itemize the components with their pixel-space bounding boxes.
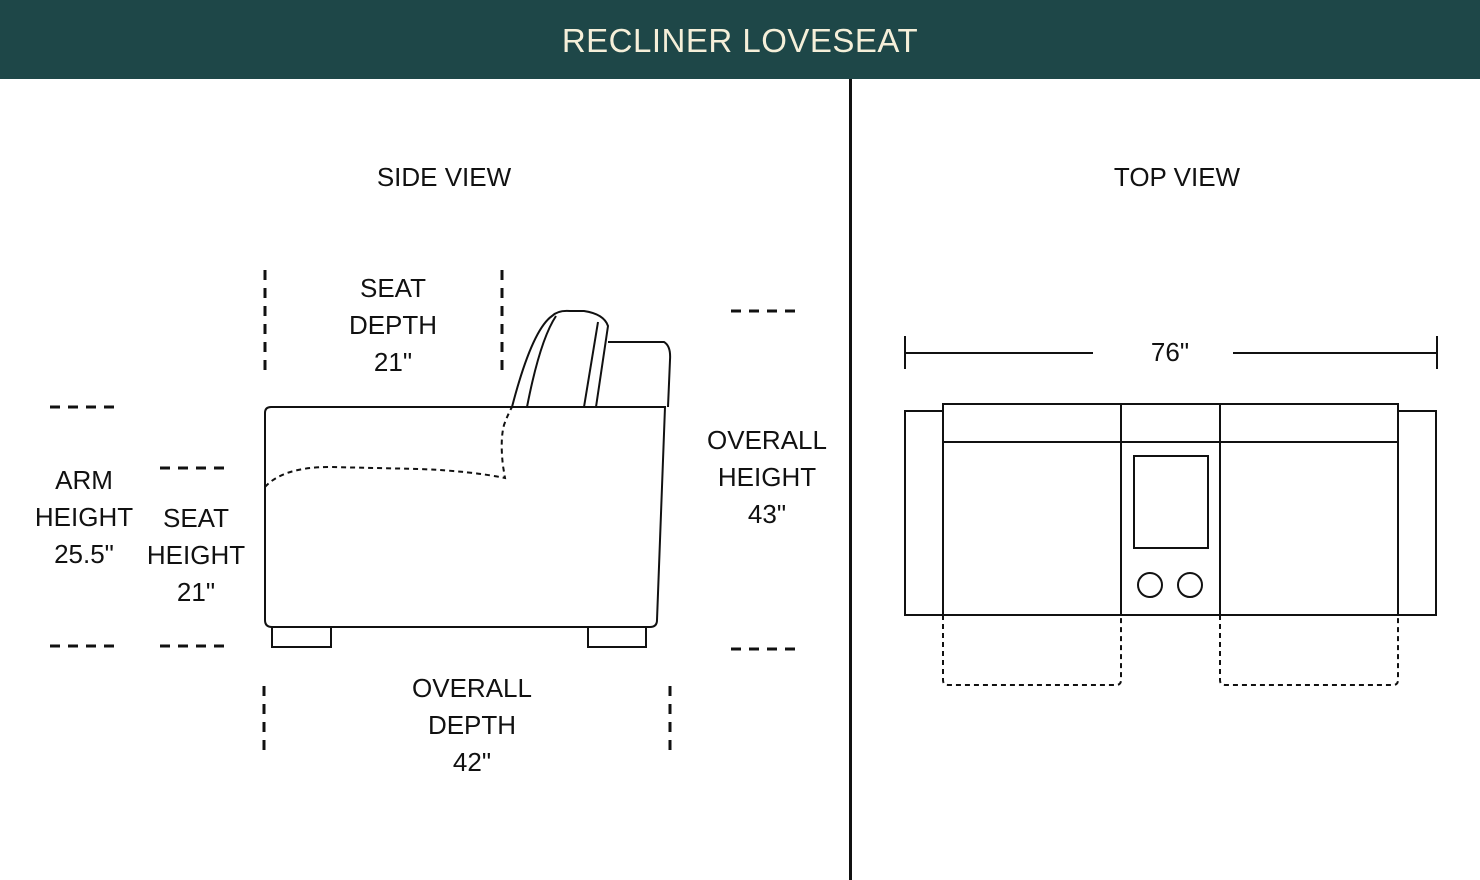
left-arm — [904, 410, 944, 616]
overall-width-value: 76" — [1150, 337, 1190, 367]
cup-holder-left — [1137, 572, 1163, 598]
side-view-title: SIDE VIEW — [376, 162, 512, 192]
arm-height-label: ARM HEIGHT 25.5" — [14, 462, 154, 573]
left-footrest-extension — [942, 615, 1122, 686]
storage-console — [1133, 455, 1209, 549]
cup-holder-right — [1177, 572, 1203, 598]
arm-height-value: 25.5" — [54, 539, 114, 569]
seat-height-value: 21" — [176, 577, 216, 607]
front-leg — [271, 626, 332, 648]
view-divider — [849, 79, 852, 880]
overall-height-label: OVERALL HEIGHT 43" — [692, 422, 842, 533]
page-title: RECLINER LOVESEAT — [561, 21, 919, 59]
overall-depth-label: OVERALL DEPTH 42" — [392, 670, 552, 781]
seat-height-label: SEAT HEIGHT 21" — [126, 500, 266, 611]
top-view-title: TOP VIEW — [1113, 162, 1241, 192]
width-dimension-line — [904, 336, 1438, 369]
seat-depth-value: 21" — [373, 347, 413, 377]
top-view-sofa-outline — [904, 403, 1437, 686]
overall-depth-value: 42" — [452, 747, 492, 777]
right-arm — [1397, 410, 1437, 616]
seat-depth-label: SEAT DEPTH 21" — [318, 270, 468, 381]
header-bar: RECLINER LOVESEAT — [0, 0, 1480, 79]
side-dimension-markers — [50, 270, 799, 755]
side-view-sofa-outline — [264, 309, 672, 648]
right-footrest-extension — [1219, 615, 1399, 686]
seat-body — [942, 403, 1399, 616]
overall-height-value: 43" — [747, 499, 787, 529]
back-leg — [587, 626, 647, 648]
